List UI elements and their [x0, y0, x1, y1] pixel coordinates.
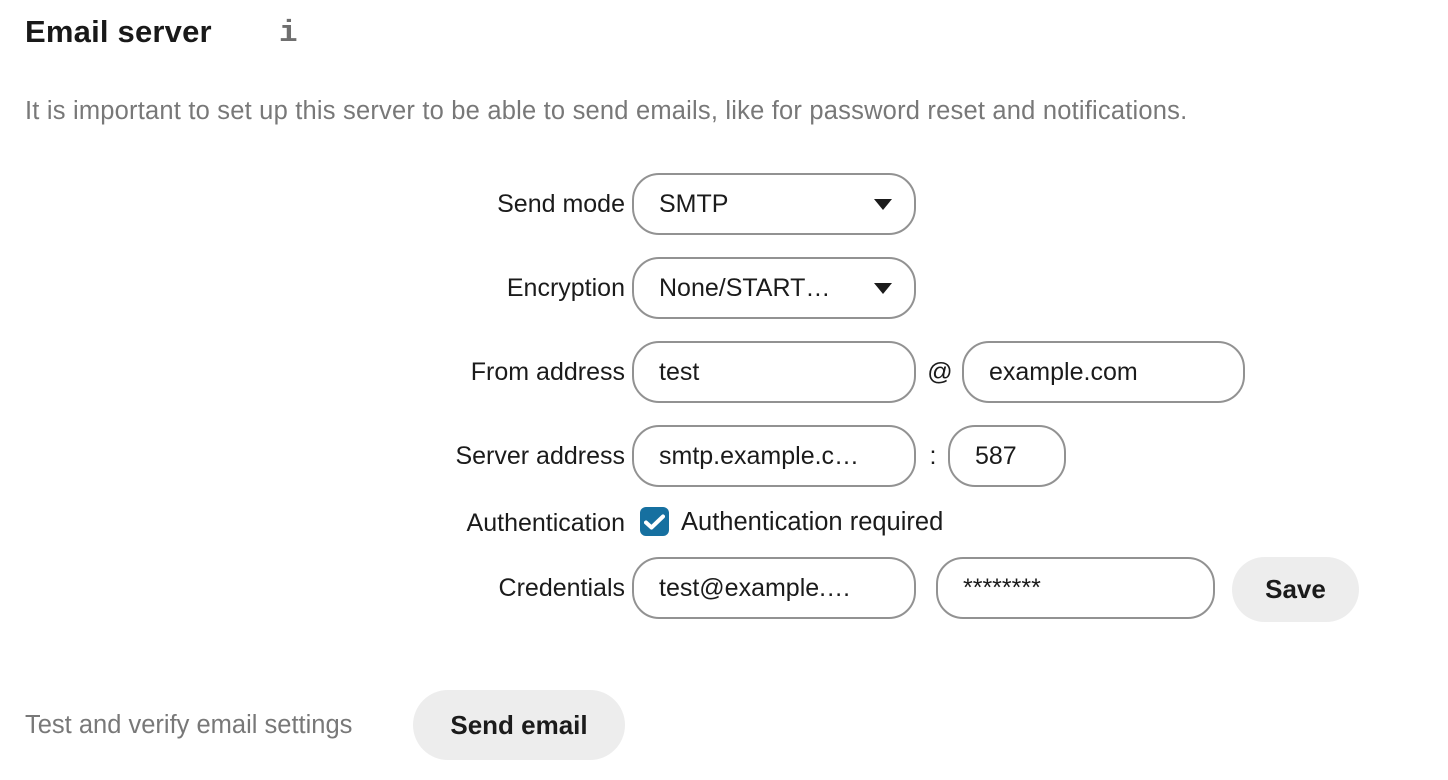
save-button[interactable]: Save: [1232, 557, 1359, 622]
page-description: It is important to set up this server to…: [25, 97, 1188, 125]
from-address-local-input[interactable]: [632, 341, 916, 403]
send-mode-value: SMTP: [659, 189, 729, 218]
encryption-select[interactable]: None/START…: [632, 257, 916, 319]
encryption-value: None/START…: [659, 273, 831, 302]
server-address-label: Server address: [455, 442, 625, 470]
credentials-username-input[interactable]: [632, 557, 916, 619]
chevron-down-icon: [874, 282, 892, 294]
authentication-required-label[interactable]: Authentication required: [681, 508, 944, 536]
server-address-input[interactable]: [632, 425, 916, 487]
send-mode-select[interactable]: SMTP: [632, 173, 916, 235]
from-address-domain-input[interactable]: [962, 341, 1245, 403]
test-email-label: Test and verify email settings: [25, 711, 353, 739]
info-icon[interactable]: i: [279, 16, 298, 51]
colon-separator: :: [929, 442, 937, 470]
check-icon: [644, 514, 665, 529]
credentials-password-input[interactable]: [936, 557, 1215, 619]
at-separator: @: [927, 358, 953, 386]
from-address-label: From address: [470, 358, 625, 386]
send-email-button[interactable]: Send email: [413, 690, 625, 760]
page-title: Email server: [25, 14, 212, 49]
authentication-required-checkbox[interactable]: [640, 507, 669, 536]
authentication-label: Authentication: [466, 509, 625, 537]
send-mode-label: Send mode: [497, 190, 625, 218]
chevron-down-icon: [874, 198, 892, 210]
credentials-label: Credentials: [498, 574, 625, 602]
server-port-input[interactable]: [948, 425, 1066, 487]
encryption-label: Encryption: [506, 274, 625, 302]
